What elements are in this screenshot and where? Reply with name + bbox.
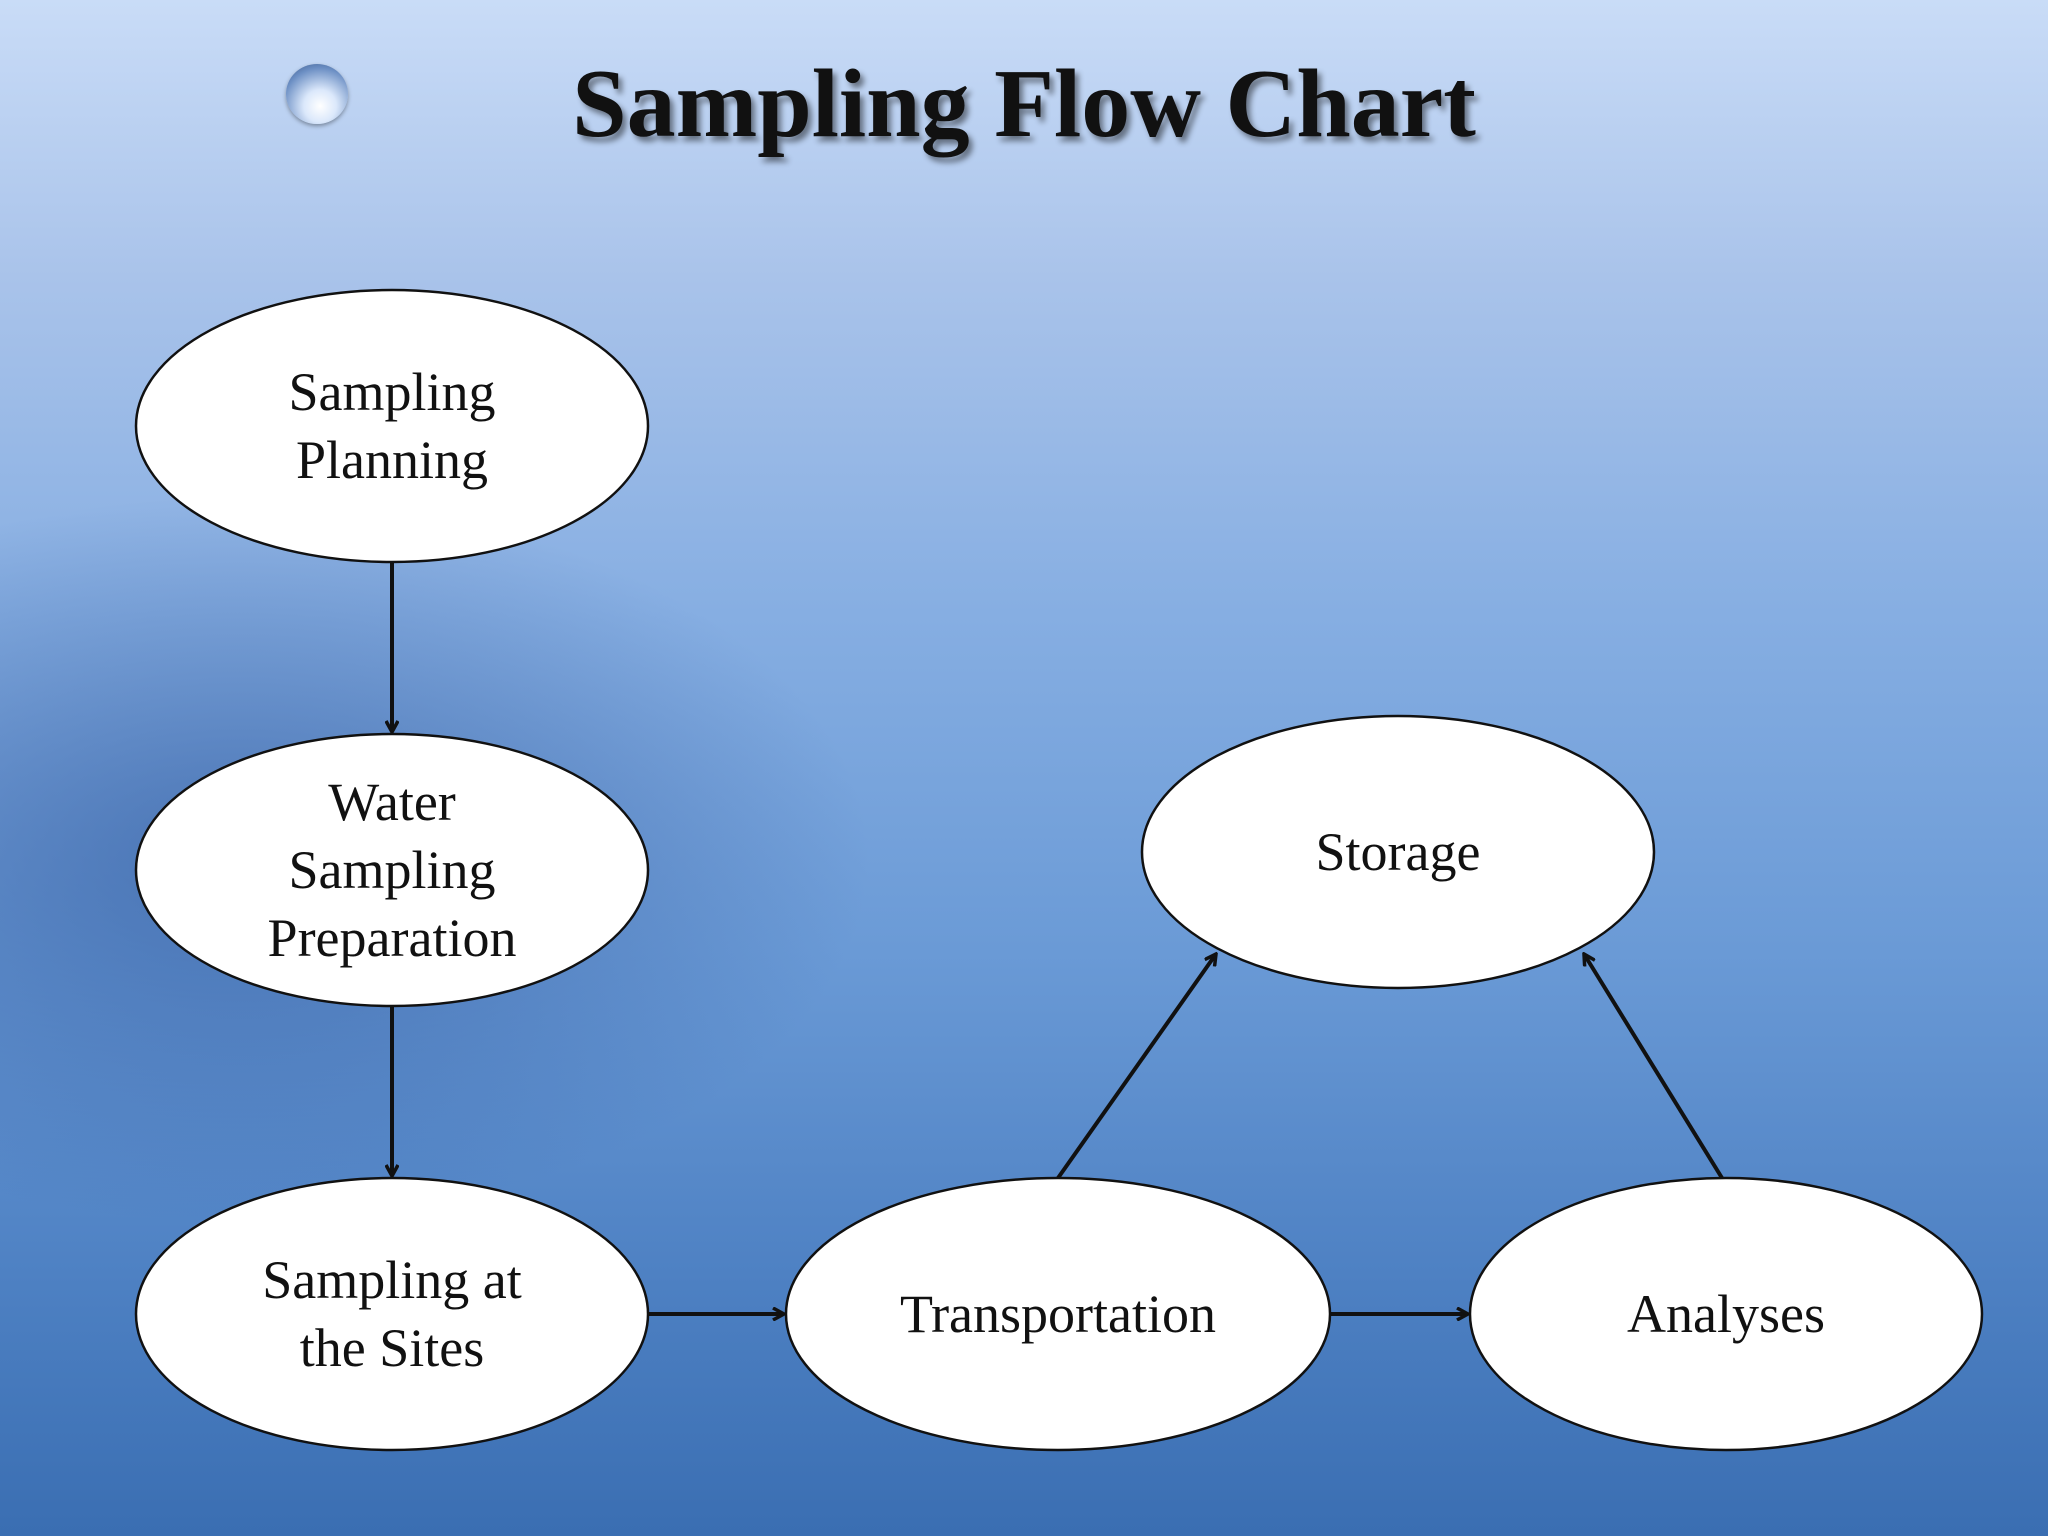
node-label-transportation: Transportation [899,1284,1216,1344]
node-label-analyses: Analyses [1627,1284,1825,1344]
node-label-sites: Sampling at the Sites [262,1250,522,1378]
node-analyses [1468,1176,1984,1452]
node-label-storage: Storage [1315,822,1481,882]
node-storage [1140,714,1656,990]
node-planning [134,288,650,564]
arrow-transportation-to-storage [1056,954,1216,1180]
node-label-preparation: Water Sampling Preparation [267,772,517,968]
water-droplet-icon [286,64,348,124]
edges [392,562,1724,1314]
node-label-planning: Sampling Planning [288,362,496,490]
node-sites [134,1176,650,1452]
arrow-analyses-to-storage [1584,954,1724,1180]
node-preparation [134,732,650,1008]
node-transportation [784,1176,1332,1452]
slide-title: Sampling Flow Chart [572,50,1476,158]
nodes [134,288,1984,1452]
